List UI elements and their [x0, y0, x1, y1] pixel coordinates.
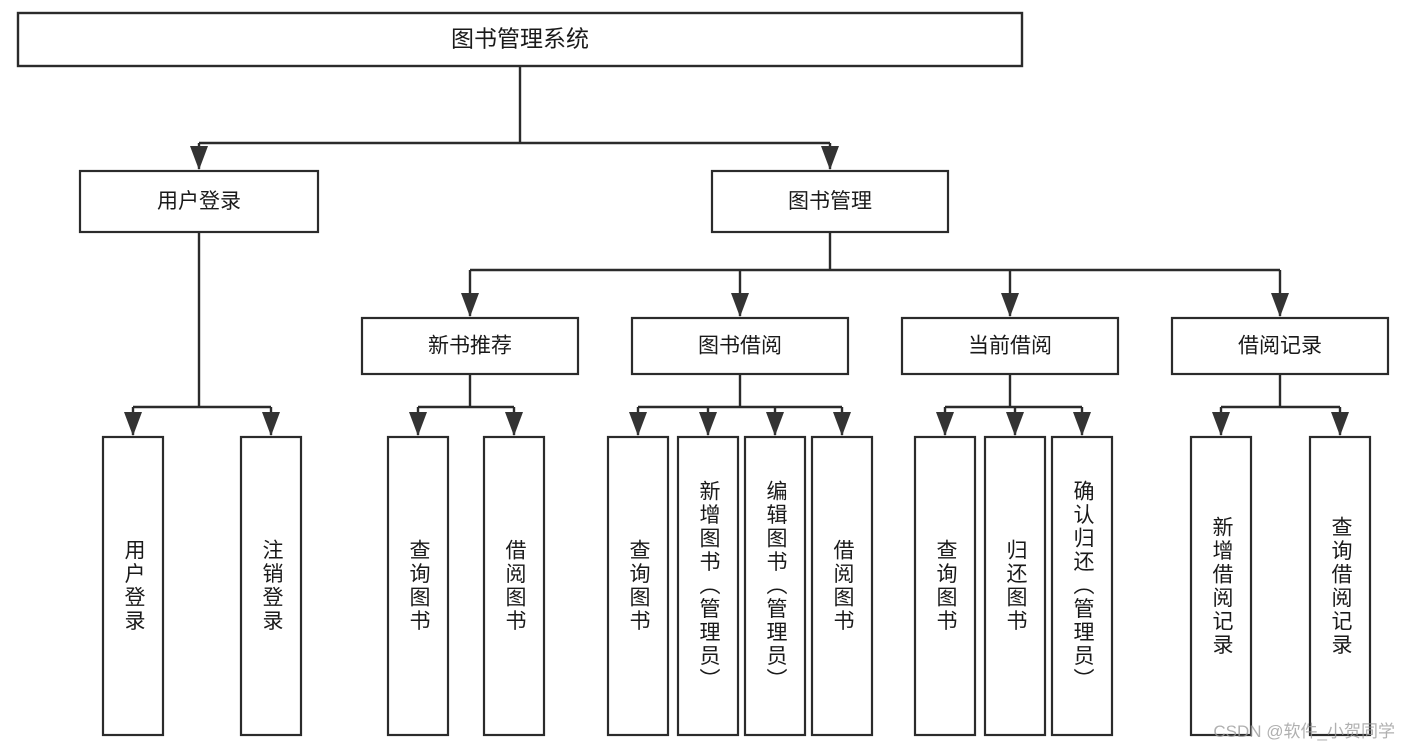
arrow-head-icon: [1271, 293, 1289, 317]
arrow-head-icon: [629, 412, 647, 436]
arrow-head-icon: [124, 412, 142, 436]
node-box-leaf-return-book[interactable]: [983, 435, 1047, 737]
arrow-head-icon: [1006, 412, 1024, 436]
node-box-book-manage[interactable]: [710, 169, 950, 234]
node-box-borrow-record[interactable]: [1170, 316, 1390, 376]
node-box-leaf-user-login[interactable]: [101, 435, 165, 737]
node-box-leaf-add-record[interactable]: [1189, 435, 1253, 737]
node-box-leaf-borrow-book-2[interactable]: [810, 435, 874, 737]
node-label-current-borrow: 当前借阅: [968, 335, 1052, 358]
node-box-book-borrow[interactable]: [630, 316, 850, 376]
arrow-head-icon: [409, 412, 427, 436]
arrow-head-icon: [821, 146, 839, 170]
node-label-book-manage: 图书管理: [788, 190, 872, 213]
node-box-new-book-recommend[interactable]: [360, 316, 580, 376]
arrow-head-icon: [190, 146, 208, 170]
node-box-layer: [16, 11, 1390, 737]
node-box-current-borrow[interactable]: [900, 316, 1120, 376]
arrow-head-icon: [461, 293, 479, 317]
csdn-watermark: CSDN @软件_小贺同学: [1213, 722, 1395, 741]
node-box-user-login[interactable]: [78, 169, 320, 234]
arrow-head-icon: [1073, 412, 1091, 436]
arrow-head-icon: [1001, 293, 1019, 317]
arrow-head-icon: [1331, 412, 1349, 436]
node-box-leaf-query-book-1[interactable]: [386, 435, 450, 737]
node-box-leaf-query-book-3[interactable]: [913, 435, 977, 737]
arrow-head-icon: [833, 412, 851, 436]
arrow-head-icon: [766, 412, 784, 436]
node-box-leaf-add-book[interactable]: [676, 435, 740, 737]
arrow-head-icon: [1212, 412, 1230, 436]
node-box-leaf-edit-book[interactable]: [743, 435, 807, 737]
arrow-head-icon: [699, 412, 717, 436]
node-label-root: 图书管理系统: [451, 26, 589, 52]
node-box-leaf-confirm-return[interactable]: [1050, 435, 1114, 737]
node-box-root[interactable]: [16, 11, 1024, 68]
node-box-leaf-borrow-book-1[interactable]: [482, 435, 546, 737]
node-label-user-login: 用户登录: [157, 190, 241, 213]
node-box-leaf-query-record[interactable]: [1308, 435, 1372, 737]
arrow-head-icon: [936, 412, 954, 436]
arrow-head-icon: [262, 412, 280, 436]
connector-layer: [124, 66, 1349, 436]
node-label-borrow-record: 借阅记录: [1238, 335, 1322, 358]
arrow-head-icon: [505, 412, 523, 436]
node-box-leaf-query-book-2[interactable]: [606, 435, 670, 737]
node-box-leaf-logout[interactable]: [239, 435, 303, 737]
node-label-book-borrow: 图书借阅: [698, 335, 782, 358]
arrow-head-icon: [731, 293, 749, 317]
node-label-new-book-recommend: 新书推荐: [428, 335, 512, 358]
